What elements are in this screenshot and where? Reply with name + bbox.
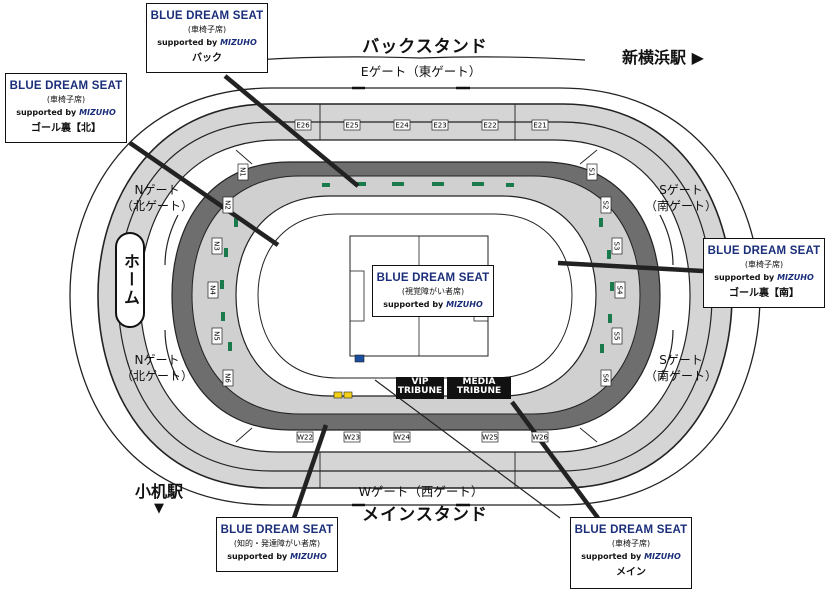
main-stand-label: メインスタンド bbox=[362, 505, 488, 525]
south-gate-lower: Sゲート（南ゲート） bbox=[644, 353, 717, 384]
blue-seat-mark bbox=[354, 354, 365, 363]
gate-code-marker: W22 bbox=[296, 431, 314, 443]
svg-text:N2: N2 bbox=[224, 200, 232, 210]
gate-code-marker: S1 bbox=[586, 163, 598, 181]
gate-code-marker: S6 bbox=[600, 369, 612, 387]
svg-text:E24: E24 bbox=[395, 122, 409, 130]
svg-text:N6: N6 bbox=[224, 373, 232, 383]
svg-text:E22: E22 bbox=[483, 122, 496, 130]
gate-code-marker: E22 bbox=[481, 119, 499, 131]
svg-text:E23: E23 bbox=[433, 122, 446, 130]
arrow-right-icon: ▶ bbox=[691, 48, 704, 67]
west-gate-label: Wゲート（西ゲート） bbox=[358, 484, 484, 499]
yellow-seat-mark bbox=[333, 391, 343, 399]
seat-box-back: BLUE DREAM SEAT (車椅子席) supported by MIZU… bbox=[146, 3, 268, 73]
east-gate-label: Eゲート（東ゲート） bbox=[360, 64, 482, 79]
north-gate-upper: Nゲート（北ゲート） bbox=[120, 183, 193, 214]
gate-code-marker: N4 bbox=[207, 281, 219, 299]
gate-code-marker: E25 bbox=[343, 119, 361, 131]
gate-code-marker: W25 bbox=[481, 431, 499, 443]
gate-code-marker: S4 bbox=[614, 281, 626, 299]
yellow-seat-mark bbox=[343, 391, 353, 399]
kozukue-station: 小机駅 ▼ bbox=[127, 482, 191, 517]
green-seat-marks bbox=[220, 182, 614, 353]
gate-code-marker: N3 bbox=[211, 237, 223, 255]
section-dividers bbox=[235, 104, 598, 488]
svg-text:S4: S4 bbox=[616, 286, 624, 295]
gate-code-marker: N1 bbox=[237, 163, 249, 181]
svg-text:S5: S5 bbox=[613, 332, 621, 341]
south-gate-upper: Sゲート（南ゲート） bbox=[644, 183, 717, 214]
home-marker: ホーム bbox=[115, 232, 145, 328]
arrow-down-icon: ▼ bbox=[154, 501, 164, 517]
gate-code-marker: W24 bbox=[393, 431, 410, 443]
back-stand-label: バックスタンド bbox=[362, 37, 488, 57]
gate-code-marker: W26 bbox=[531, 431, 548, 443]
gate-code-marker: N2 bbox=[222, 196, 234, 214]
gate-code-marker: E24 bbox=[393, 119, 411, 131]
gate-code-marker: S5 bbox=[611, 327, 623, 345]
svg-text:W25: W25 bbox=[482, 434, 498, 442]
gate-code-marker: N6 bbox=[222, 369, 234, 387]
shin-yokohama-station: 新横浜駅 ▶ bbox=[622, 48, 704, 67]
svg-text:E25: E25 bbox=[345, 122, 358, 130]
svg-text:S6: S6 bbox=[602, 374, 610, 383]
gate-code-marker: E23 bbox=[431, 119, 449, 131]
svg-text:W23: W23 bbox=[344, 434, 360, 442]
svg-text:E26: E26 bbox=[296, 122, 310, 130]
seat-box-center: BLUE DREAM SEAT (視覚障がい者席) supported by M… bbox=[372, 265, 494, 317]
svg-text:N3: N3 bbox=[213, 241, 221, 251]
svg-text:W26: W26 bbox=[532, 434, 548, 442]
gate-code-marker: S3 bbox=[611, 237, 623, 255]
svg-text:S2: S2 bbox=[602, 201, 610, 210]
gate-code-marker: S2 bbox=[600, 196, 612, 214]
seat-box-intellectual: BLUE DREAM SEAT (知的・発達障がい者席) supported b… bbox=[216, 517, 338, 572]
svg-text:S3: S3 bbox=[613, 242, 621, 251]
svg-text:W22: W22 bbox=[297, 434, 313, 442]
seat-box-main: BLUE DREAM SEAT (車椅子席) supported by MIZU… bbox=[570, 517, 692, 589]
gate-code-marker: E26 bbox=[294, 119, 312, 131]
svg-text:N4: N4 bbox=[209, 285, 217, 295]
svg-text:S1: S1 bbox=[588, 168, 596, 177]
gate-code-marker: W23 bbox=[343, 431, 361, 443]
seat-box-north: BLUE DREAM SEAT (車椅子席) supported by MIZU… bbox=[5, 73, 127, 143]
svg-text:N1: N1 bbox=[239, 167, 247, 177]
svg-text:E21: E21 bbox=[533, 122, 546, 130]
gate-code-marker: E21 bbox=[531, 119, 549, 131]
north-gate-lower: Nゲート（北ゲート） bbox=[120, 353, 193, 384]
seat-box-south: BLUE DREAM SEAT (車椅子席) supported by MIZU… bbox=[703, 238, 825, 308]
outer-outline bbox=[69, 87, 761, 506]
gate-code-marker: N5 bbox=[211, 327, 223, 345]
svg-text:W24: W24 bbox=[394, 434, 410, 442]
svg-text:N5: N5 bbox=[213, 331, 221, 341]
leader-lines bbox=[128, 74, 704, 520]
